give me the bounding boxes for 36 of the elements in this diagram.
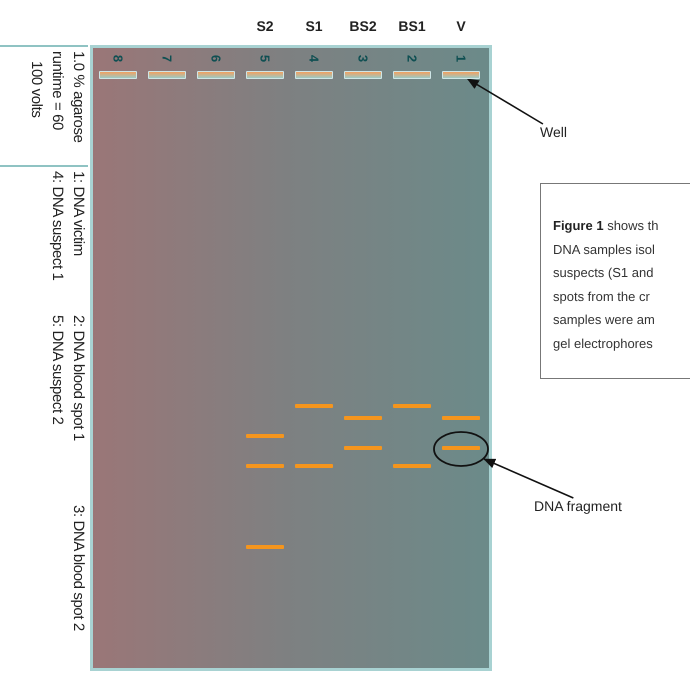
leader-arrow xyxy=(466,78,544,125)
lane-number: 6 xyxy=(208,54,224,64)
lane-number: 4 xyxy=(306,54,322,64)
sample-well xyxy=(99,71,137,79)
lane-heading: V xyxy=(455,18,467,34)
lane-number: 7 xyxy=(160,54,174,64)
sample-well xyxy=(393,71,431,79)
gel-legend-text: 5: DNA suspect 2 xyxy=(49,315,66,424)
sample-well xyxy=(197,71,235,79)
sample-well xyxy=(295,71,333,79)
sample-well xyxy=(344,71,382,79)
lane-heading: BS2 xyxy=(348,18,378,34)
leader-arrow xyxy=(483,458,574,499)
callout-label: DNA fragment xyxy=(534,498,622,514)
highlight-circle xyxy=(433,431,489,467)
sample-well xyxy=(442,71,480,79)
lane-number: 2 xyxy=(404,54,420,64)
gel-legend-text: 1.0 % agarose xyxy=(70,51,87,143)
gel-legend-text: 1: DNA victim xyxy=(70,171,87,256)
gel-legend-text: 3: DNA blood spot 2 xyxy=(70,505,87,631)
gel-legend-text: runtime = 60 xyxy=(49,51,66,130)
caption-text: Figure 1 shows th DNA samples isol suspects (S1 and spots from the cr samples were am gel electrophores xyxy=(553,217,660,353)
lane-heading: S2 xyxy=(255,18,275,34)
lane-number: 3 xyxy=(356,54,370,64)
callout-label: Well xyxy=(540,124,567,140)
figure-caption-box xyxy=(540,183,690,379)
gel-legend-text: 4: DNA suspect 1 xyxy=(49,171,66,280)
lane-heading: S1 xyxy=(304,18,324,34)
gel-legend-text: 2: DNA blood spot 1 xyxy=(70,315,87,441)
lane-heading: BS1 xyxy=(397,18,427,34)
gel-legend-text: 100 volts xyxy=(28,61,45,118)
sample-well xyxy=(246,71,284,79)
lane-number: 1 xyxy=(454,54,468,64)
lane-number: 8 xyxy=(110,54,126,64)
sample-well xyxy=(148,71,186,79)
lane-number: 5 xyxy=(258,54,272,64)
